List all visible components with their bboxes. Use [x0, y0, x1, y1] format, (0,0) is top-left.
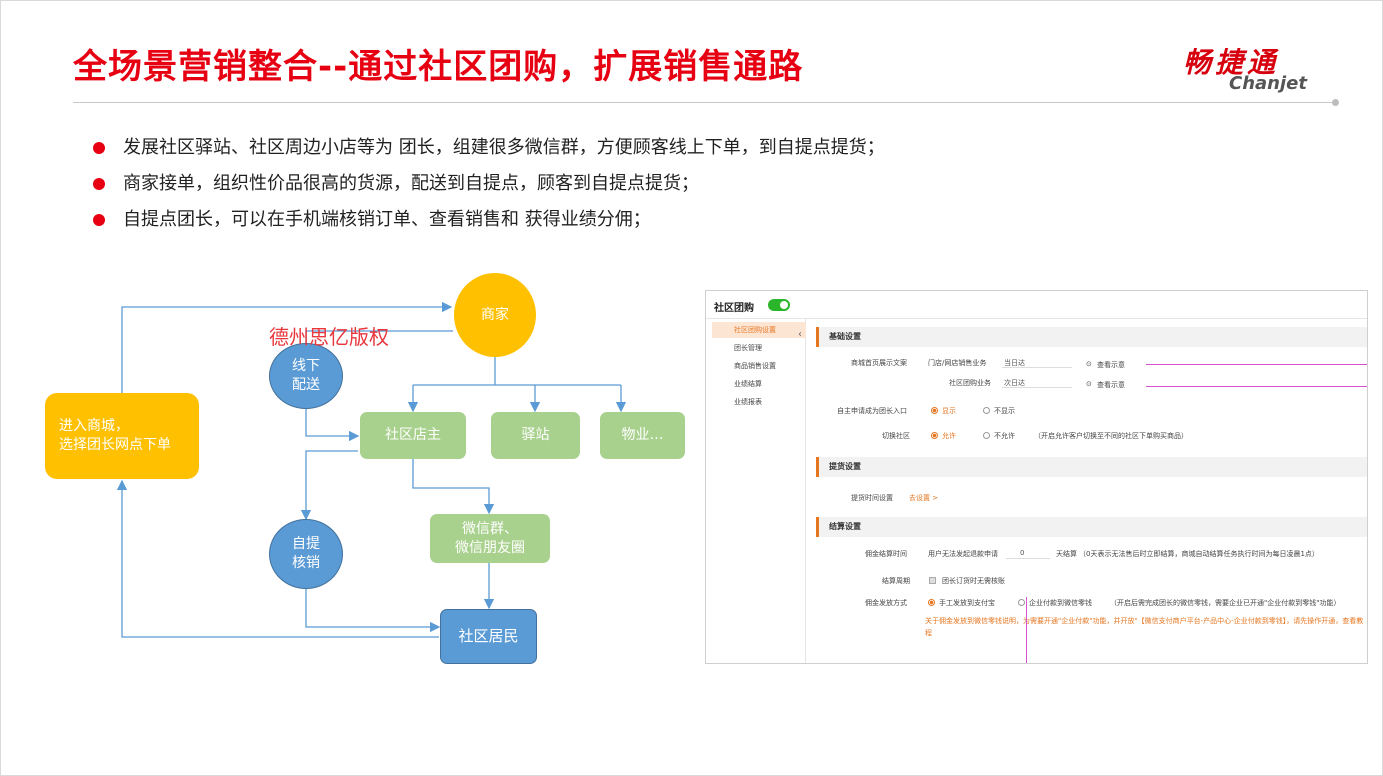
- post-station-node: 驿站: [491, 412, 580, 459]
- settings-screenshot: 社区团购 社区团购设置 团长管理 商品销售设置 业绩结算 业绩报表 ‹ 基础设置…: [705, 290, 1368, 664]
- auto-radio[interactable]: [1018, 599, 1025, 606]
- copyright-watermark: 德州思亿版权: [269, 325, 389, 349]
- wechat-groups-node: 微信群、 微信朋友圈: [430, 514, 550, 563]
- apply-entry-label: 自主申请成为团长入口: [837, 407, 907, 415]
- section-basic: 基础设置: [816, 327, 1367, 347]
- screenshot-header: 社区团购: [706, 291, 1367, 319]
- next-day-input[interactable]: 次日达: [1002, 376, 1072, 388]
- next-day-value: 次日达: [1004, 379, 1025, 387]
- property-node: 物业…: [600, 412, 685, 459]
- feature-toggle[interactable]: [768, 299, 790, 311]
- hide-radio-label: 不显示: [994, 407, 1015, 415]
- merchant-node: 商家: [454, 273, 536, 357]
- sidebar-item-products[interactable]: 商品销售设置: [734, 362, 776, 370]
- allow-radio[interactable]: [931, 432, 938, 439]
- auto-radio-label: 企业付款到微信零钱: [1029, 599, 1092, 607]
- logo-text-cn: 畅捷通: [1183, 46, 1280, 79]
- view-example-link[interactable]: 查看示意: [1097, 361, 1125, 369]
- display-label: 商城首页展示文案: [851, 359, 907, 367]
- bullet-text: 商家接单，组织性价品很高的货源，配送到自提点，顾客到自提点提货；: [123, 173, 699, 194]
- days-suffix: 天结算: [1056, 550, 1077, 558]
- annotation-line: [1146, 364, 1367, 365]
- bullet-text: 自提点团长，可以在手机端核销订单、查看销售和 获得业绩分佣；: [123, 209, 651, 230]
- offline-delivery-node: 线下 配送: [269, 343, 343, 409]
- residents-node: 社区居民: [440, 609, 537, 664]
- sidebar-item-leaders[interactable]: 团长管理: [734, 344, 762, 352]
- allow-radio-label: 允许: [942, 432, 956, 440]
- show-radio-label: 显示: [942, 407, 956, 415]
- screenshot-title: 社区团购: [714, 303, 754, 314]
- eye-icon: ⊙: [1086, 380, 1092, 388]
- go-set-link[interactable]: 去设置 >: [909, 494, 939, 502]
- manual-radio[interactable]: [928, 599, 935, 606]
- flow-connectors: [116, 301, 627, 638]
- pay-method-label: 佣金发放方式: [865, 599, 907, 607]
- sidebar-item-settings[interactable]: 社区团购设置: [712, 322, 806, 338]
- collapse-chevron-icon[interactable]: ‹: [798, 329, 802, 340]
- bullet-dot-icon: [93, 214, 105, 226]
- same-day-input[interactable]: 当日达: [1002, 356, 1072, 368]
- screenshot-sidebar: 社区团购设置 团长管理 商品销售设置 业绩结算 业绩报表 ‹: [706, 319, 806, 663]
- show-radio[interactable]: [931, 407, 938, 414]
- commission-text: 用户无法发起退款申请: [928, 550, 998, 558]
- pickup-verify-node: 自提 核销: [269, 519, 343, 589]
- bullet-dot-icon: [93, 178, 105, 190]
- disallow-radio[interactable]: [983, 432, 990, 439]
- divider-dot: [1332, 99, 1339, 106]
- logo-text-en: Chanjet: [1229, 73, 1307, 94]
- days-value: 0: [1020, 549, 1025, 557]
- section-settle: 结算设置: [816, 517, 1367, 537]
- days-input[interactable]: 0: [1006, 547, 1050, 559]
- disallow-radio-label: 不允许: [994, 432, 1015, 440]
- bullet-dot-icon: [93, 142, 105, 154]
- bullet-item: 商家接单，组织性价品很高的货源，配送到自提点，顾客到自提点提货；: [93, 172, 885, 208]
- commission-time-label: 佣金结算时间: [865, 550, 907, 558]
- sidebar-item-reports[interactable]: 业绩报表: [734, 398, 762, 406]
- bullet-text: 发展社区驿站、社区周边小店等为 团长，组建很多微信群，方便顾客线上下单，到自提点…: [123, 137, 885, 158]
- annotation-line: [1146, 386, 1367, 387]
- bullet-item: 自提点团长，可以在手机端核销订单、查看销售和 获得业绩分佣；: [93, 208, 885, 244]
- bullet-item: 发展社区驿站、社区周边小店等为 团长，组建很多微信群，方便顾客线上下单，到自提点…: [93, 136, 885, 172]
- community-biz-label: 社区团购业务: [949, 379, 991, 387]
- chanjet-logo: 畅捷通 Chanjet: [1179, 41, 1329, 97]
- title-divider: [73, 102, 1333, 103]
- manual-radio-label: 手工发放到支付宝: [939, 599, 995, 607]
- settle-scope-checkbox[interactable]: [929, 577, 936, 584]
- settle-scope-text: 团长订货时无需核账: [942, 577, 1005, 585]
- page-title: 全场景营销整合--通过社区团购，扩展销售通路: [73, 47, 804, 87]
- section-pickup: 提货设置: [816, 457, 1367, 477]
- hide-radio[interactable]: [983, 407, 990, 414]
- commission-warning: 关于佣金发放到微信零钱说明，为需要开通"企业付款"功能，并开放"【微信支付商户平…: [925, 617, 1364, 637]
- bullet-list: 发展社区驿站、社区周边小店等为 团长，组建很多微信群，方便顾客线上下单，到自提点…: [93, 136, 885, 244]
- pickup-time-label: 提货时间设置: [851, 494, 893, 502]
- switch-community-label: 切换社区: [882, 432, 910, 440]
- switch-note: （开启允许客户切换至不同的社区下单购买商品）: [1034, 432, 1188, 440]
- annotation-line: [1026, 597, 1027, 663]
- settle-scope-label: 结算周期: [882, 577, 910, 585]
- commission-note: （0天表示无法售后时立即结算，商城自动结算任务执行时间为每日凌晨1点）: [1079, 550, 1319, 558]
- enter-mall-node: 进入商城， 选择团长网点下单: [45, 393, 199, 479]
- flow-diagram: 商家 线下 配送 进入商城， 选择团长网点下单 社区店主 驿站 物业… 自提 核…: [1, 261, 701, 681]
- sidebar-item-settlement[interactable]: 业绩结算: [734, 380, 762, 388]
- store-biz-label: 门店/网店销售业务: [928, 359, 987, 367]
- auto-note: （开启后需完成团长的微信零钱，需要企业已开通"企业付款到零钱"功能）: [1110, 599, 1341, 607]
- store-owner-node: 社区店主: [360, 412, 466, 459]
- view-example-link[interactable]: 查看示意: [1097, 381, 1125, 389]
- same-day-value: 当日达: [1004, 359, 1025, 367]
- eye-icon: ⊙: [1086, 360, 1092, 368]
